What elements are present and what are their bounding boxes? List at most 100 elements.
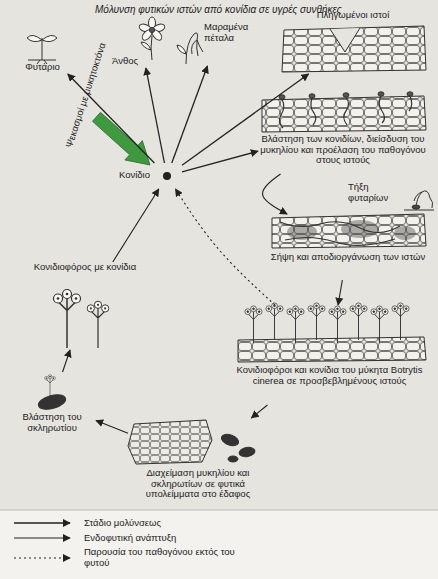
legend-sample	[12, 552, 74, 564]
germination-drawing	[262, 96, 426, 132]
germination-drawing	[343, 93, 349, 97]
legend-sample	[12, 517, 74, 529]
conidiophore-drawing	[54, 290, 81, 349]
stage-node: Τήξη φυταρίων	[348, 178, 436, 212]
legend-text: Ενδοφυτική ανάπτυξη	[84, 533, 254, 544]
conidiophore-drawing	[87, 301, 109, 348]
legend-rule	[0, 510, 438, 511]
stage-label: Διαχείμαση μυκηλίου και σκληρωτίων σε φυ…	[128, 468, 268, 500]
overwintering-drawing	[228, 456, 238, 462]
cycle-arrow	[113, 189, 159, 262]
legend-row: Στάδιο μολύνσεως	[12, 517, 312, 529]
stage-node: Κονιδιοφόρος με κονίδια	[30, 262, 140, 350]
cycle-arrow	[68, 74, 155, 163]
seedling-drawing	[27, 35, 57, 64]
overwintering-drawing	[128, 420, 256, 464]
stage-node: Μαραμένα πέταλα	[172, 14, 262, 66]
wounded-tissue-drawing	[330, 28, 360, 52]
sclerotium-germination-drawing	[37, 375, 67, 412]
sporulation-drawing	[371, 306, 388, 343]
spray-arrow	[88, 107, 159, 174]
damping-off-drawing	[404, 210, 434, 211]
sporulation-drawing	[245, 306, 262, 343]
cycle-connector	[68, 74, 155, 163]
withered-flower-drawing	[177, 45, 186, 54]
cycle-connector	[182, 74, 309, 165]
stage-node: Βλάστηση του σκληρωτίου	[8, 372, 96, 434]
spray-arrow	[88, 107, 159, 174]
rot-drawing	[280, 222, 400, 246]
stage-node: Κονίδιο	[152, 163, 182, 189]
stage-label: Βλάστηση των κονιδίων, διείσδυση του μυκ…	[258, 134, 428, 166]
stage-node: Κονιδιοφόροι και κονίδια του μύκητα Botr…	[232, 305, 427, 405]
stage-node: Σήψη και αποδιοργάνωση των ιστών	[268, 214, 428, 280]
stage-label: Κονιδιοφόροι και κονίδια του μύκητα Botr…	[232, 365, 427, 386]
cycle-arrow	[338, 280, 342, 305]
legend-row: Παρουσία του παθογόνου εκτός του φυτού	[12, 547, 312, 568]
conidiophore-drawing	[54, 290, 109, 349]
sporulation-drawing	[238, 303, 426, 362]
cycle-connector	[146, 68, 165, 163]
flower-drawing	[141, 42, 151, 50]
damping-off-drawing	[404, 191, 434, 210]
cycle-connector	[63, 350, 70, 372]
sporulation-drawing	[329, 306, 346, 343]
legend-row: Ενδοφυτική ανάπτυξη	[12, 532, 312, 544]
stage-label: Άνθος	[112, 56, 146, 67]
withered-flower-drawing	[192, 40, 203, 56]
stage-node: Βλάστηση των κονιδίων, διείσδυση του μυκ…	[258, 82, 428, 174]
outside-plant-arrow	[175, 189, 275, 305]
sporulation-drawing	[238, 337, 426, 362]
stage-label: Μαραμένα πέταλα	[204, 22, 262, 43]
seedling-drawing	[27, 35, 42, 41]
cycle-arrow	[96, 420, 128, 433]
cycle-arrow	[182, 151, 258, 172]
spray-label: Ψεκασμοί με μυκητοκτόνα	[63, 38, 109, 152]
germination-drawing	[279, 96, 411, 128]
wounded-tissue-drawing	[282, 26, 426, 72]
cycle-arrow	[63, 350, 70, 372]
cycle-connector	[251, 405, 267, 418]
seedling-drawing	[42, 38, 43, 60]
flower-drawing	[138, 17, 166, 60]
stage-label: Πληγωμένοι ιστοί	[288, 10, 418, 21]
germination-drawing	[279, 95, 285, 99]
cycle-connector	[113, 189, 159, 262]
damping-off-drawing	[412, 205, 420, 209]
conidium-dot	[163, 172, 171, 180]
legend-line	[14, 557, 70, 558]
legend: Στάδιο μολύνσεωςΕνδοφυτική ανάπτυξηΠαρου…	[12, 517, 312, 571]
legend-sample	[12, 532, 74, 544]
sclerotium-germination-drawing	[37, 392, 67, 412]
legend-text: Στάδιο μολύνσεως	[84, 518, 254, 529]
sporulation-drawing	[350, 303, 367, 340]
germination-drawing	[262, 92, 426, 132]
seedling-drawing	[42, 35, 57, 41]
withered-flower-drawing	[177, 33, 203, 64]
cycle-arrow	[172, 66, 208, 163]
legend-line	[14, 522, 70, 523]
stage-label: Κονίδιο	[104, 170, 150, 181]
cycle-connector	[96, 420, 128, 433]
stage-label: Κονιδιοφόρος με κονίδια	[30, 262, 140, 273]
flower-drawing	[149, 27, 154, 32]
sporulation-drawing	[266, 303, 283, 340]
legend-line	[14, 538, 70, 539]
cycle-connector	[172, 66, 208, 163]
stage-label: Φυτάριο	[15, 62, 70, 73]
stage-node: Διαχείμαση μυκηλίου και σκληρωτίων σε φυ…	[128, 418, 268, 504]
sporulation-drawing	[392, 303, 409, 340]
cycle-connector	[182, 151, 258, 172]
stage-label: Τήξη φυταρίων	[348, 182, 404, 203]
legend-text: Παρουσία του παθογόνου εκτός του φυτού	[84, 547, 254, 568]
stage-label: Σήψη και αποδιοργάνωση των ιστών	[268, 252, 428, 263]
cycle-arrow	[146, 68, 165, 163]
cycle-arrow	[182, 74, 309, 165]
sporulation-drawing	[308, 303, 325, 340]
rot-drawing	[272, 214, 426, 248]
overwintering-drawing	[128, 420, 212, 464]
rot-drawing	[272, 214, 426, 248]
cycle-connector	[263, 174, 288, 214]
